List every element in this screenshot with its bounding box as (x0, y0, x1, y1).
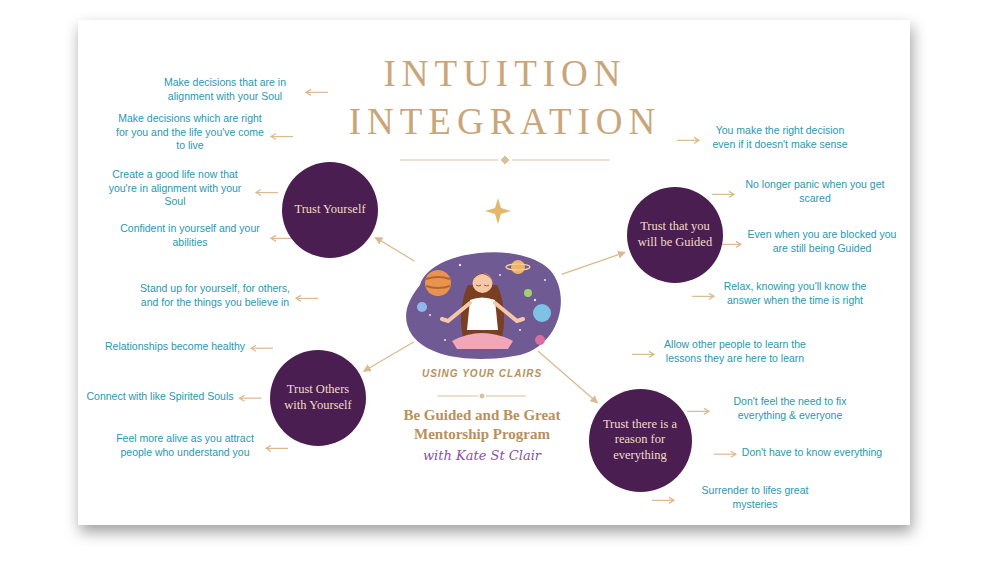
author-signature: with Kate St Clair (423, 448, 541, 465)
benefit-text: Stand up for yourself, for others, and f… (140, 282, 290, 309)
leader-line (271, 136, 293, 137)
theme-circle: Trust there is a reason for everything (589, 389, 692, 492)
leader-line (296, 298, 318, 299)
benefit-text: Allow other people to learn the lessons … (660, 338, 810, 365)
leader-arrow (632, 351, 654, 357)
leader-head (704, 408, 709, 414)
leader-line (251, 348, 273, 349)
leader-head (649, 351, 654, 357)
caption-heading: USING YOUR CLAIRS (422, 368, 542, 379)
leader-line (240, 398, 262, 399)
leader-head (694, 137, 699, 143)
leader-line (266, 448, 288, 449)
circle-text: Trust there is a reason for everything (600, 417, 680, 464)
leader-head (266, 445, 271, 451)
benefit-text: Relationships become healthy (105, 340, 245, 354)
leader-head (271, 134, 276, 140)
leader-arrow (240, 395, 262, 401)
title-divider (400, 156, 610, 164)
claim-divider (438, 394, 526, 398)
benefit-text: Connect with like Spirited Souls (86, 390, 233, 404)
leader-arrow (251, 345, 273, 351)
leader-arrow (652, 497, 674, 503)
connector-arrow (538, 351, 597, 403)
leader-arrow (687, 408, 709, 414)
connector-arrow (562, 252, 625, 274)
benefit-text: Even when you are blocked you are still … (747, 228, 897, 255)
leader-head (256, 190, 261, 196)
benefit-text: Surrender to lifes great mysteries (680, 484, 830, 511)
leader-line (692, 296, 714, 297)
theme-circle: Trust Others with Yourself (270, 350, 366, 446)
connector-arrow (364, 342, 414, 371)
sparkle-star (485, 198, 511, 224)
leader-line (677, 140, 699, 141)
leader-line (271, 238, 293, 239)
leader-line (632, 354, 654, 355)
leader-head (729, 191, 734, 197)
benefit-text: Don't have to know everything (742, 446, 882, 460)
leader-line (687, 411, 709, 412)
leader-head (736, 241, 741, 247)
leader-head (669, 497, 674, 503)
benefit-text: Make decisions that are in alignment wit… (150, 76, 300, 103)
circle-text: Trust that you will be Guided (635, 219, 715, 250)
meditation-illustration (400, 245, 565, 360)
circle-text: Trust Yourself (290, 202, 370, 218)
leader-head (271, 235, 276, 241)
leader-line (712, 194, 734, 195)
theme-circle: Trust Yourself (282, 162, 378, 258)
benefit-text: Make decisions which are right for you a… (115, 112, 265, 153)
leader-arrow (677, 137, 699, 143)
leader-arrow (296, 295, 318, 301)
benefit-text: You make the right decision even if it d… (705, 124, 855, 151)
benefit-text: Feel more alive as you attract people wh… (110, 432, 260, 459)
theme-circle: Trust that you will be Guided (627, 187, 723, 283)
benefit-text: Don't feel the need to fix everything & … (715, 395, 865, 422)
leader-arrow (306, 89, 328, 95)
program-name: Be Guided and Be Great Mentorship Progra… (387, 406, 577, 444)
benefit-text: Create a good life now that you're in al… (100, 168, 250, 209)
leader-arrow (271, 134, 293, 140)
leader-head (251, 345, 256, 351)
leader-head (731, 451, 736, 457)
benefit-text: Confident in yourself and your abilities (115, 222, 265, 249)
leader-arrow (256, 190, 278, 196)
illustration-oval: USING YOUR CLAIRS (400, 245, 565, 360)
benefit-text: No longer panic when you get scared (740, 178, 890, 205)
diagram-title: INTUITION INTEGRATION (325, 50, 685, 146)
circle-text: Trust Others with Yourself (278, 382, 358, 413)
leader-arrow (714, 451, 736, 457)
leader-line (719, 244, 741, 245)
connector-arrow (375, 237, 414, 261)
leader-head (306, 89, 311, 95)
leader-arrow (266, 445, 288, 451)
leader-head (709, 293, 714, 299)
leader-head (240, 395, 245, 401)
leader-arrow (712, 191, 734, 197)
leader-head (296, 295, 301, 301)
leader-line (714, 454, 736, 455)
leader-arrow (692, 293, 714, 299)
benefit-text: Relax, knowing you'll know the answer wh… (720, 280, 870, 307)
leader-line (306, 92, 328, 93)
leader-line (256, 192, 278, 193)
leader-line (652, 500, 674, 501)
